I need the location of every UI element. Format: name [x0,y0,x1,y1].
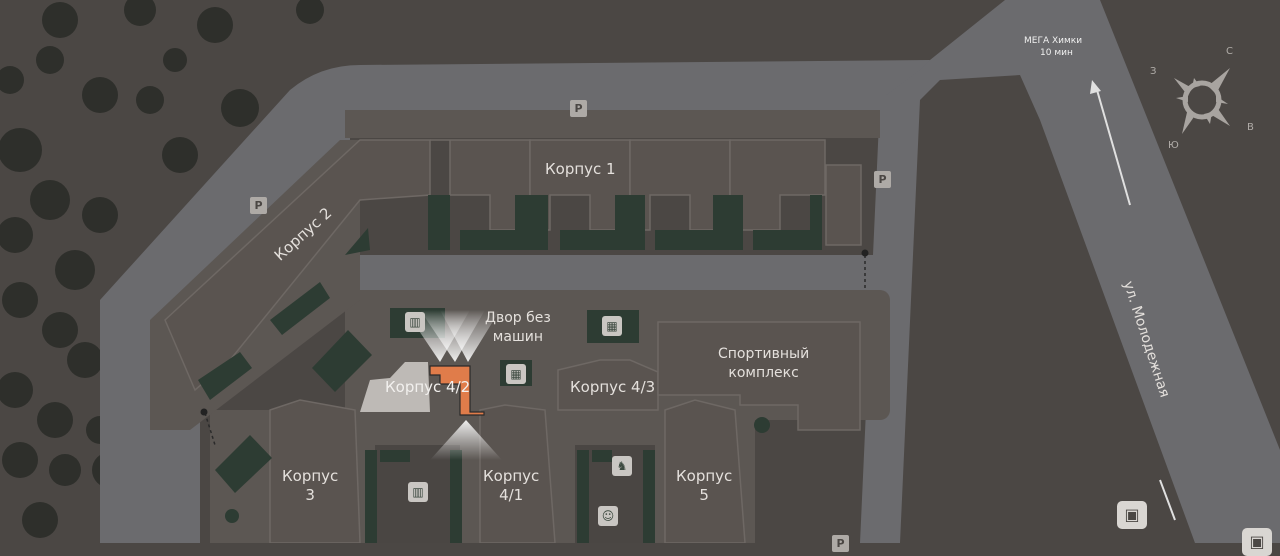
parking-icon: P [250,197,267,214]
parking-icon: P [570,100,587,117]
compass-rose-icon [1174,68,1230,134]
bus-stop-icon[interactable]: ▣ [1242,528,1272,556]
parking-icon: P [832,535,849,552]
sport-icon[interactable]: ☺ [598,506,618,526]
site-map [0,0,1280,543]
building-footprints [164,139,862,543]
direction-arrow [1090,80,1176,521]
label-korpus-4-2[interactable]: Корпус 4/2 [385,378,471,396]
playground-icon[interactable]: ▦ [602,316,622,336]
label-korpus-1[interactable]: Корпус 1 [545,160,616,178]
building-icon[interactable]: ▥ [408,482,428,502]
chess-icon[interactable]: ♞ [612,456,632,476]
building-4-2-selected-section [429,365,485,416]
compass-west: З [1150,66,1157,77]
playground-icon[interactable]: ▦ [506,364,526,384]
destination-time: 10 мин [1040,48,1073,58]
compass-south: Ю [1168,140,1179,151]
label-courtyard: Двор без машин [485,310,551,345]
label-korpus-3[interactable]: Корпус 3 [282,467,339,504]
compass-east: В [1247,122,1254,133]
building-4-2-base [360,362,430,412]
label-korpus-4-1[interactable]: Корпус 4/1 [483,467,540,504]
compass-north: С [1226,46,1233,57]
parking-icon: P [874,171,891,188]
label-korpus-5[interactable]: Корпус 5 [676,467,733,504]
destination-name: МЕГА Химки [1024,36,1083,46]
label-sport-complex[interactable]: Спортивный комплекс [718,346,810,381]
label-korpus-4-3[interactable]: Корпус 4/3 [570,378,656,396]
green-areas [198,195,822,543]
bus-stop-icon[interactable]: ▣ [1117,501,1147,529]
building-icon[interactable]: ▥ [405,312,425,332]
